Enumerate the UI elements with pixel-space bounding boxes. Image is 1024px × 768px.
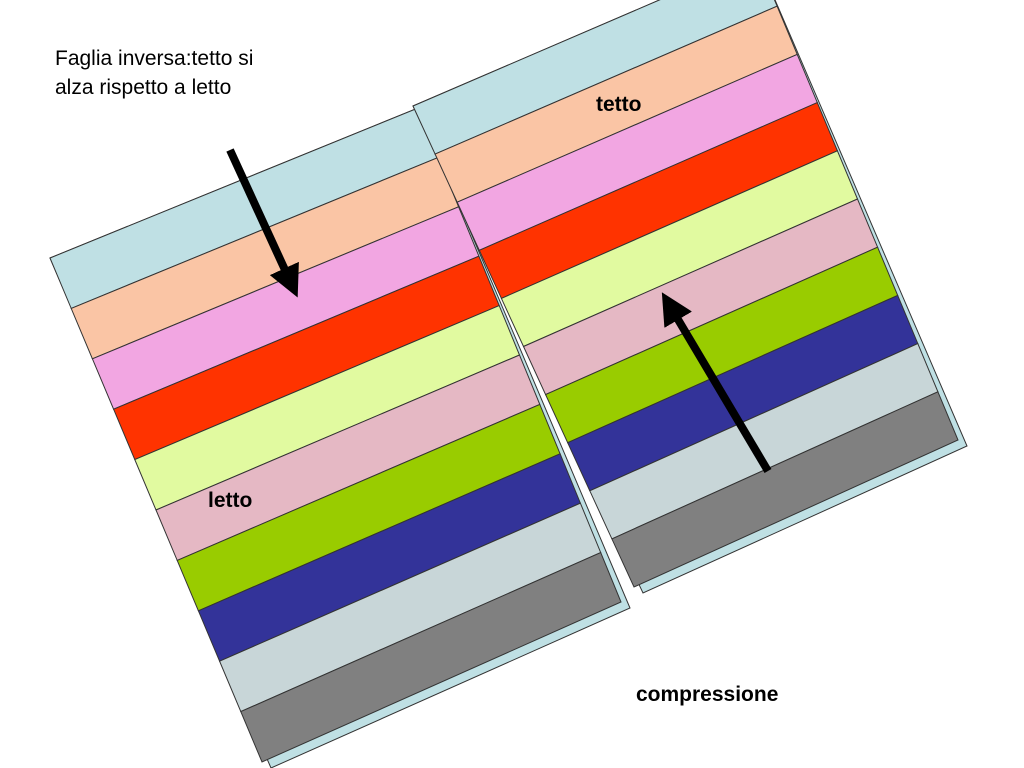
tetto-label: tetto bbox=[596, 93, 642, 116]
caption-line-1: Faglia inversa:tetto si bbox=[55, 47, 254, 70]
down-arrow bbox=[226, 148, 299, 298]
hangingwall-block-tetto bbox=[412, 0, 968, 594]
diagram-caption: Faglia inversa:tetto si alza rispetto a … bbox=[55, 44, 253, 102]
up-arrow bbox=[661, 292, 772, 474]
footwall-block-letto bbox=[49, 107, 631, 768]
caption-line-2: alza rispetto a letto bbox=[55, 76, 232, 99]
right-stratum-10 bbox=[611, 391, 959, 588]
compression-label: compressione bbox=[636, 683, 779, 706]
letto-label: letto bbox=[208, 489, 253, 512]
left-stratum-10 bbox=[240, 551, 622, 763]
